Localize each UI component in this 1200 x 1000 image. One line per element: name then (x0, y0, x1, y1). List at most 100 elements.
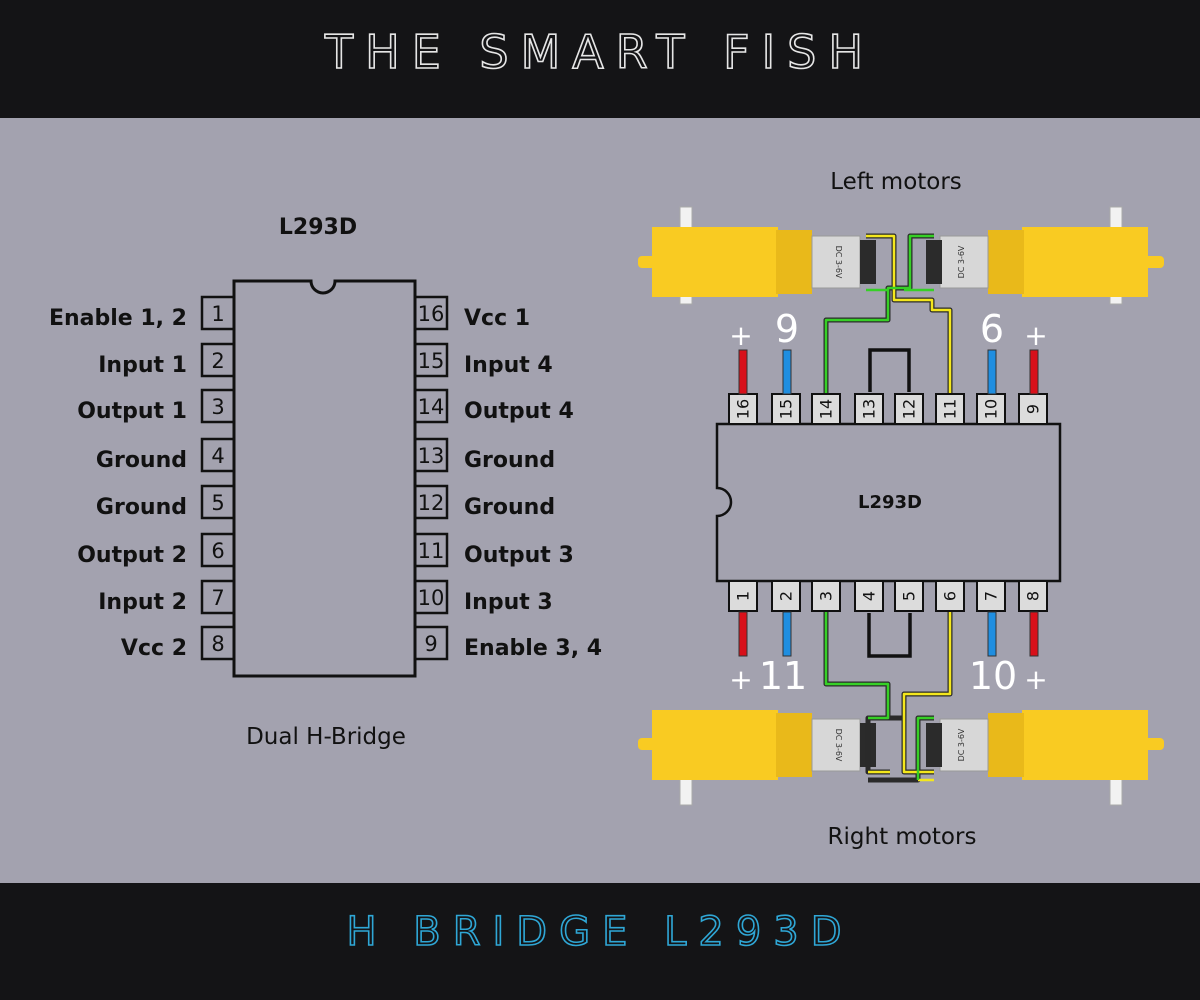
right-side-pin-box (413, 437, 449, 473)
chip-bottom-pin-number: 3 (817, 591, 836, 601)
wire-yellow-top (866, 234, 952, 395)
left-chip-pin-box (200, 437, 236, 473)
chip-top-pin-box (1018, 393, 1048, 425)
right-side-pin-label: Enable 3, 4 (464, 636, 602, 661)
left-chip-pin-box (200, 579, 236, 615)
left-motors-caption: Left motors (830, 169, 962, 195)
left-chip-caption: Dual H-Bridge (246, 724, 406, 750)
right-side-pin-label: Vcc 1 (464, 306, 530, 331)
right-side-pin-label: Ground (464, 495, 555, 520)
left-chip-pin-number: 3 (211, 395, 224, 419)
motor-top-right: DC 3-6V (926, 206, 1164, 305)
motor-label-bottom-left: DC 3-6V (834, 729, 843, 762)
left-chip-title: L293D (279, 215, 357, 240)
wire-green-bottom-b (916, 716, 934, 780)
motor-label-top-right: DC 3-6V (957, 245, 966, 278)
right-side-pin-box (413, 625, 449, 661)
left-chip-pin-number: 1 (211, 302, 224, 326)
left-chip-pin-number: 5 (211, 491, 224, 515)
wire-green-top (824, 234, 934, 395)
chip-bottom-pin-box (771, 580, 801, 612)
left-chip-pin-number: 4 (211, 444, 224, 468)
chip-bottom-pin-number: 5 (900, 591, 919, 601)
chip-top-pin-number: 14 (817, 399, 836, 419)
right-side-pin-box (413, 342, 449, 378)
chip-top-pin-number: 12 (900, 399, 919, 419)
lead-top-signal-9 (782, 349, 792, 395)
chip-bottom-pin-number: 1 (734, 591, 753, 601)
right-side-pin-number: 12 (418, 491, 445, 515)
right-side-pin-box (413, 484, 449, 520)
chip-top-pin-box (771, 393, 801, 425)
lead-top-power-left (738, 349, 748, 395)
chip-bottom-pin-box (935, 580, 965, 612)
footer-title: H BRIDGE L293D (346, 908, 854, 956)
right-side-pin-number: 14 (418, 395, 445, 419)
right-side-pin-number: 9 (424, 632, 437, 656)
chip-bottom-pin-number: 8 (1024, 591, 1043, 601)
bottom-left-plus: + (729, 663, 752, 696)
right-motors-caption: Right motors (828, 824, 977, 850)
motor-wires (824, 234, 952, 782)
chip-bottom-pin-number: 4 (860, 591, 879, 601)
right-side-pin-label: Output 4 (464, 399, 574, 424)
wire-yellow-bottom (902, 612, 952, 774)
left-chip-body (232, 279, 417, 678)
left-chip-pin-label: Output 1 (77, 399, 187, 424)
right-side-pin-box (413, 532, 449, 568)
right-side-pin-box (413, 579, 449, 615)
left-chip-pin-label: Ground (96, 448, 187, 473)
top-right-plus: + (1024, 319, 1047, 352)
motor-bottom-left: DC 3-6V (638, 710, 876, 806)
header-title: THE SMART FISH (324, 24, 875, 80)
right-side-pin-number: 16 (418, 302, 445, 326)
chip-top-pin-box (935, 393, 965, 425)
bottom-pwm-pin-10: 10 (969, 654, 1017, 698)
wire-green-bottom (824, 612, 890, 720)
ground-bridge-bottom (867, 613, 912, 658)
lead-bottom-power-left (738, 611, 748, 657)
top-pwm-pin-6: 6 (980, 307, 1004, 351)
motor-label-bottom-right: DC 3-6V (957, 728, 966, 761)
chip-bottom-pin-number: 2 (777, 591, 796, 601)
left-chip-pin-number: 8 (211, 632, 224, 656)
right-side-pin-number: 10 (418, 586, 445, 610)
left-chip-pin-label: Input 2 (98, 590, 187, 615)
chip-bottom-pin-box (894, 580, 924, 612)
left-chip-pin-label: Enable 1, 2 (49, 306, 187, 331)
left-chip-pin-box (200, 532, 236, 568)
bottom-pwm-pin-11: 11 (759, 654, 807, 698)
bottom-right-plus: + (1024, 663, 1047, 696)
left-chip-pin-number: 6 (211, 539, 224, 563)
chip-top-pin-number: 11 (941, 399, 960, 419)
left-chip-pin-label: Input 1 (98, 353, 187, 378)
chip-top-pin-number: 16 (734, 399, 753, 419)
left-chip-pin-label: Vcc 2 (121, 636, 187, 661)
chip-top-pin-box (976, 393, 1006, 425)
right-side-pin-label: Ground (464, 448, 555, 473)
left-chip-pin-label: Ground (96, 495, 187, 520)
chip-top-pin-number: 15 (777, 399, 796, 419)
chip-bottom-pin-box (728, 580, 758, 612)
chip-top-pin-box (894, 393, 924, 425)
footer-band: H BRIDGE L293D (0, 883, 1200, 1000)
chip-top-pin-number: 9 (1024, 404, 1043, 414)
chip-bottom-pin-number: 7 (982, 591, 1001, 601)
chip-bottom-pin-box (854, 580, 884, 612)
right-side-pin-number: 13 (418, 444, 445, 468)
motor-bottom-right: DC 3-6V (926, 710, 1164, 806)
top-pwm-pin-9: 9 (775, 307, 799, 351)
left-chip-pin-box (200, 295, 236, 331)
right-side-pin-box (413, 388, 449, 424)
right-side-pin-label: Input 4 (464, 353, 553, 378)
ground-bridge-top (868, 348, 911, 392)
wire-yellow-bottom-b (868, 770, 934, 782)
chip-top-pin-number: 13 (860, 399, 879, 419)
lead-bottom-signal-10 (987, 611, 997, 657)
right-chip-title: L293D (858, 492, 922, 513)
